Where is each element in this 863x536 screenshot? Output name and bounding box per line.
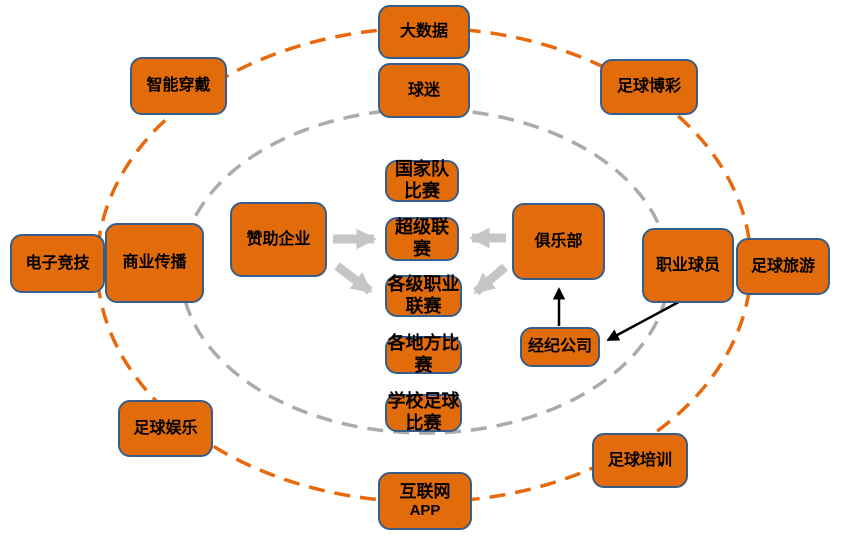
node-internet-app-line1: 互联网 xyxy=(399,482,451,501)
node-brokerage-company: 经纪公司 xyxy=(520,327,600,367)
arrow-clubs-to-leagues xyxy=(473,263,508,296)
node-football-betting: 足球博彩 xyxy=(600,59,698,115)
node-professional-leagues: 各级职业联赛 xyxy=(385,274,462,317)
node-esports: 电子竞技 xyxy=(10,234,105,293)
node-super-league: 超级联赛 xyxy=(385,217,459,261)
node-national-team-matches: 国家队比赛 xyxy=(385,159,459,202)
node-football-entertainment: 足球娱乐 xyxy=(118,400,213,457)
node-internet-app-line2: APP xyxy=(409,502,441,520)
node-football-tourism: 足球旅游 xyxy=(736,238,830,295)
node-professional-players: 职业球员 xyxy=(642,228,734,303)
arrow-sponsor-to-leagues xyxy=(334,262,373,295)
node-fans: 球迷 xyxy=(378,63,470,118)
node-clubs: 俱乐部 xyxy=(512,203,605,280)
arrow-players-to-broker xyxy=(606,295,689,342)
node-sponsor-enterprises: 赞助企业 xyxy=(230,202,327,277)
node-local-matches: 各地方比赛 xyxy=(385,333,462,375)
node-smart-wearables: 智能穿戴 xyxy=(130,57,227,115)
node-commercial-communication: 商业传播 xyxy=(105,223,204,303)
node-football-training: 足球培训 xyxy=(592,433,688,488)
node-big-data: 大数据 xyxy=(378,5,470,59)
node-school-football-matches: 学校足球比赛 xyxy=(385,391,462,433)
node-internet-app: 互联网 APP xyxy=(378,472,472,530)
